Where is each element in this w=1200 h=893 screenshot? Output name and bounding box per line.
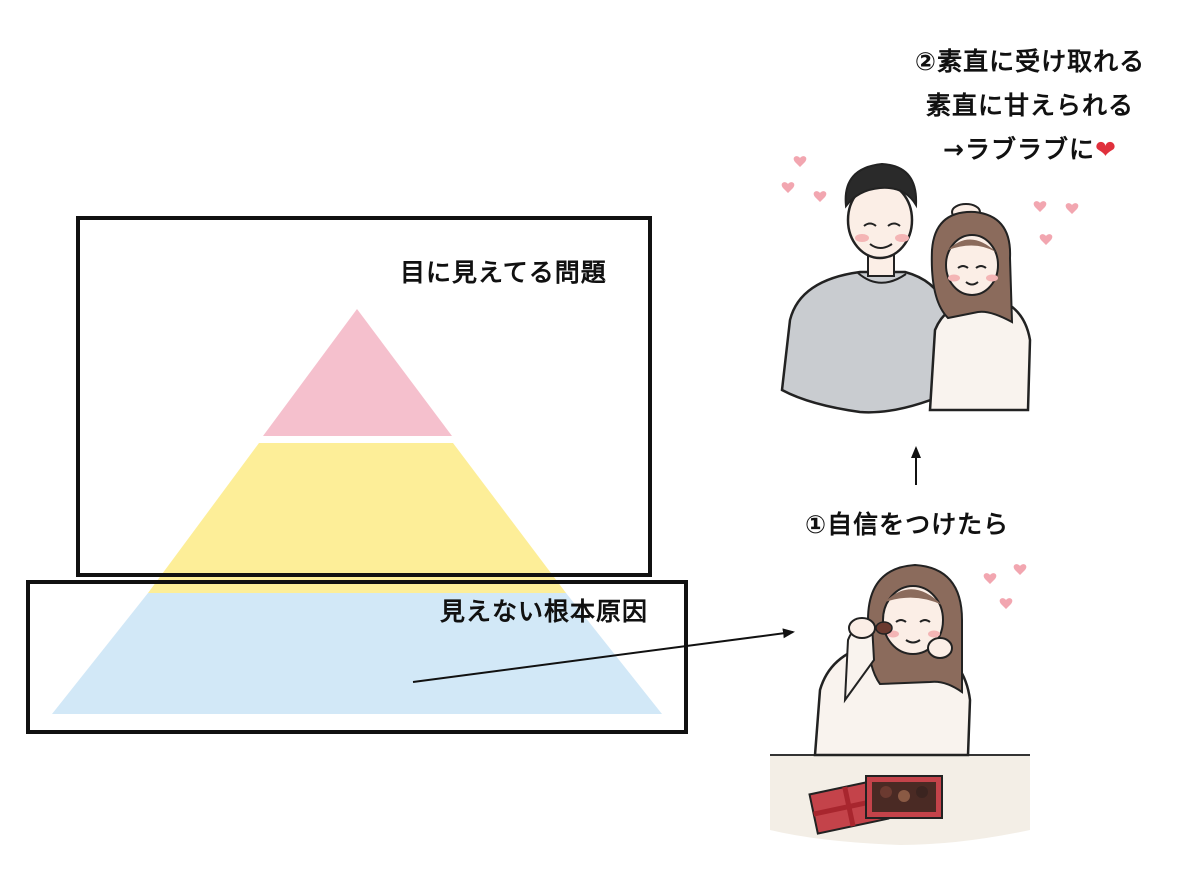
woman-chocolate-illustration bbox=[770, 563, 1030, 845]
root-cause-arrow bbox=[412, 628, 795, 683]
step2-line1: ②素直に受け取れる bbox=[914, 47, 1146, 76]
step2-heading: ②素直に受け取れる 素直に甘えられる →ラブラブに❤ bbox=[880, 40, 1180, 172]
pyramid-bottom-layer bbox=[52, 593, 662, 714]
step2-line3-wrap: →ラブラブに❤ bbox=[880, 128, 1180, 172]
pyramid-middle-layer bbox=[148, 443, 566, 593]
step2-line2: 素直に甘えられる bbox=[925, 91, 1134, 120]
heart-icon bbox=[781, 156, 1079, 245]
heart-icon: ❤ bbox=[1095, 135, 1117, 164]
visible-problem-frame bbox=[76, 216, 652, 577]
visible-problem-label: 目に見えてる問題 bbox=[400, 258, 607, 287]
heart-icon bbox=[983, 564, 1027, 609]
hidden-cause-frame bbox=[26, 580, 688, 734]
step1-label: ①自信をつけたら bbox=[805, 510, 1010, 539]
step2-line3: →ラブラブに bbox=[943, 135, 1095, 164]
couple-illustration bbox=[780, 162, 1032, 414]
pyramid-top-layer bbox=[263, 309, 452, 436]
hidden-root-cause-label: 見えない根本原因 bbox=[440, 597, 649, 626]
